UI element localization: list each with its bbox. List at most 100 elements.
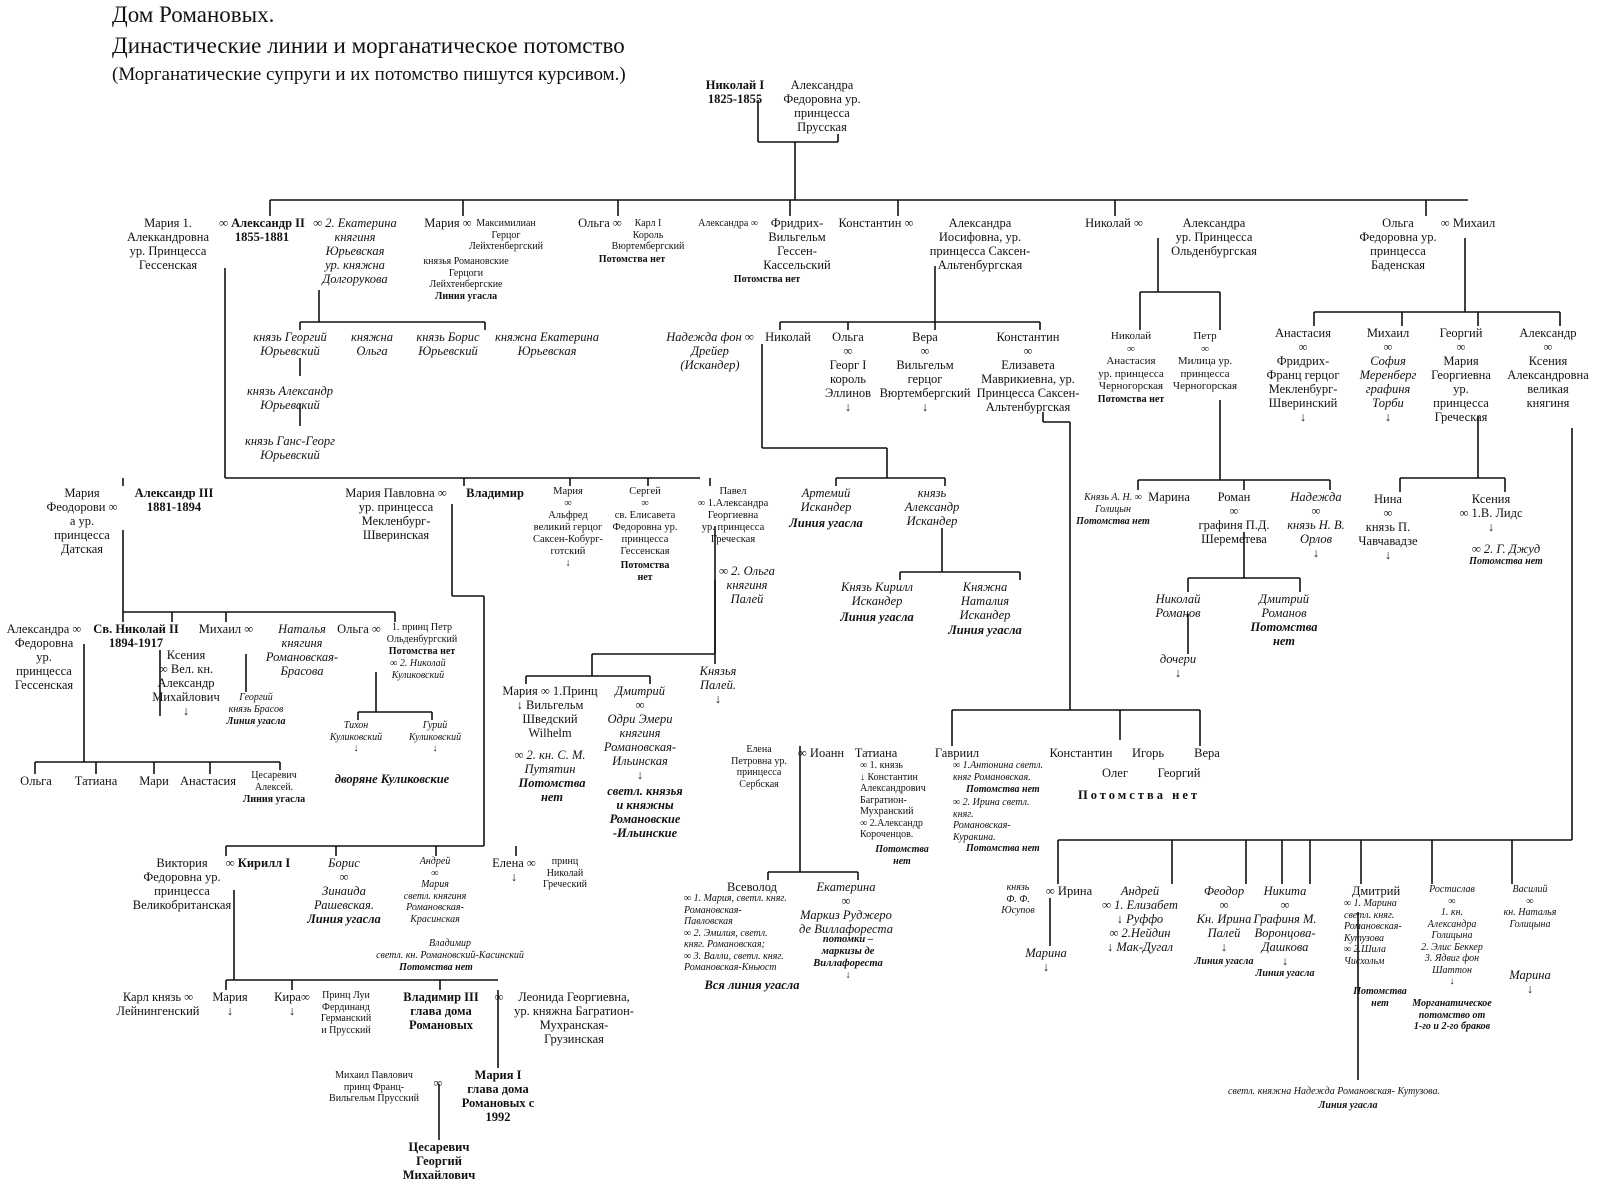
node-aleksandr-mich: Александр ∞ Ксения Александровна великая… bbox=[1507, 326, 1589, 410]
node-vera-kk: Вера bbox=[1194, 746, 1220, 760]
node-nikita: Никита ∞ Графиня М. Воронцова- Дашкова ↓ bbox=[1253, 884, 1317, 968]
node-leucht-desc: князья Романовские Герцоги Лейхтенбергск… bbox=[423, 256, 509, 290]
node-gurii: Гурий Куликовский ↓ bbox=[408, 720, 462, 754]
node-nikolai-k: Николай bbox=[765, 330, 811, 344]
node-ioann: ∞ Иоанн bbox=[797, 746, 845, 760]
node-georgii-bras: Георгий князь Брасов bbox=[228, 692, 284, 715]
node-boris-v-extinct: Линия угасла bbox=[307, 912, 381, 926]
node-gavriil-sp1: ∞ 1.Антонина светл. княг Романовская. bbox=[953, 760, 1044, 783]
node-olga-yur: княжна Ольга bbox=[351, 330, 393, 358]
node-mikhail-mich: Михаил ∞ bbox=[1366, 326, 1410, 354]
node-marina-v: Марина ↓ bbox=[1509, 968, 1551, 996]
node-karl-lein: Карл князь ∞ Лейнингенский bbox=[116, 990, 200, 1018]
node-roman: Роман ∞ графиня П.Д. Шереметева bbox=[1198, 490, 1270, 546]
node-nikolai-ii: Св. Николай II 1894-1917 bbox=[93, 622, 179, 650]
node-gavriil-sp2: ∞ 2. Ирина светл. княг. Романовская- Кур… bbox=[953, 797, 1030, 843]
node-anastasiya-mich: Анастасия ∞ Фридрих- Франц герцог Меклен… bbox=[1266, 326, 1340, 424]
node-artemii: Артемий Искандер bbox=[800, 486, 852, 514]
node-villaforesta: потомки – маркизы де Виллафореста ↓ bbox=[813, 934, 883, 981]
node-ekaterina-yur: ∞ 2. Екатерина княгиня Юрьевская ур. кня… bbox=[313, 216, 397, 286]
node-ekaterina-yur2: княжна Екатерина Юрьевская bbox=[494, 330, 600, 358]
node-mariya-dat: Мария Феодорови ∞ а ур. принцесса Датска… bbox=[46, 486, 118, 556]
node-mariya-k: Мария ↓ bbox=[212, 990, 248, 1018]
node-konstantin: Константин ∞ bbox=[838, 216, 914, 230]
chart-subtitle: Династические линии и морганатическое по… bbox=[112, 33, 625, 58]
node-ch-tatiana: Татиана bbox=[74, 774, 118, 788]
node-putyatin: ∞ 2. кн. С. М. Путятин bbox=[514, 748, 586, 776]
node-vasilii: Василий ∞ кн. Наталья Голицына bbox=[1503, 884, 1557, 930]
node-andrei-x: Андрей ∞ 1. Елизабет ↓ Руффо ∞ 2.Нейдин … bbox=[1102, 884, 1178, 954]
node-fridrikh-nodesc: Потомства нет bbox=[733, 274, 801, 285]
node-nataliya-isk: Княжна Наталия Искандер bbox=[959, 580, 1011, 622]
chart-note: (Морганатические супруги и их потомство … bbox=[112, 64, 626, 85]
node-dmitrii-rom: Дмитрий Романов bbox=[1259, 592, 1309, 620]
node-nataliya-isk-extinct: Линия угасла bbox=[948, 623, 1022, 637]
node-mariya-iii: Мария ∞ Альфред великий герцог Саксен-Ко… bbox=[532, 486, 604, 569]
node-vsevolod-extinct: Вся линия угасла bbox=[704, 978, 800, 992]
node-vladimir-k-nodesc: Потомства нет bbox=[399, 962, 473, 973]
node-putyatin-nodesc: Потомства нет bbox=[518, 776, 586, 804]
node-aleksandr-isk: князь Александр Искандер bbox=[904, 486, 960, 528]
node-mikhail-n: ∞ Михаил bbox=[1440, 216, 1496, 230]
node-vera-k: Вера ∞ Вильгельм герцог Вюртембергский ↓ bbox=[879, 330, 971, 414]
node-mariya-gess: Мария 1. Алеккандровна ур. Принцесса Гес… bbox=[126, 216, 210, 272]
node-aleksandra-hk: Александра ∞ bbox=[698, 218, 758, 229]
node-sofiya: София Меренберг графиня Торби ↓ bbox=[1359, 354, 1417, 424]
node-tatiana-k-sp: ∞ 1. князь ↓ Константин Александрович Ба… bbox=[860, 760, 926, 840]
node-dmitrii-x-sp: ∞ 1. Марина светл. княг. Романовская- Ку… bbox=[1344, 898, 1402, 967]
node-dvoryane: дворяне Куликовские bbox=[334, 772, 450, 786]
node-pavel: Павел ∞ 1.Александра Георгиевна ур. прин… bbox=[697, 486, 769, 545]
node-karl-i-nodesc: Потомства нет bbox=[598, 254, 666, 265]
node-mariya-pavlovna: Мария Павловна ∞ ур. принцесса Мекленбур… bbox=[345, 486, 447, 542]
node-irina: ∞ Ирина bbox=[1045, 884, 1093, 898]
node-petr-old-nodesc: Потомства нет bbox=[388, 646, 456, 657]
node-marina-p: Марина bbox=[1148, 490, 1190, 504]
node-rostislav-morg: Морганатическое потомство от 1-го и 2-го… bbox=[1412, 998, 1492, 1032]
node-vsevolod: Всеволод bbox=[727, 880, 777, 894]
node-georgii-kk: Георгий bbox=[1157, 766, 1201, 780]
node-nikolai-nn: Николай ∞ Анастасия ур. принцесса Черног… bbox=[1098, 330, 1164, 392]
node-igor: Игорь bbox=[1131, 746, 1165, 760]
node-aleksandr-yur: князь Александр Юрьевский bbox=[246, 384, 334, 412]
node-aleksandra-gess: Александра ∞ Федоровна ур. принцесса Гес… bbox=[6, 622, 82, 692]
node-olga-palei: ∞ 2. Ольга княгиня Палей bbox=[719, 564, 775, 606]
node-konstantin-k: Константин ∞ Елизавета Маврикиевна, ур. … bbox=[976, 330, 1080, 414]
node-sergei-nodesc: Потомства нет bbox=[620, 560, 670, 583]
node-ekaterina-k: Екатерина ∞ Маркиз Руджеро де Виллафорес… bbox=[799, 880, 893, 936]
node-kira: Кира∞ ↓ bbox=[274, 990, 310, 1018]
node-maksimilian: Максимилиан Герцог Лейхтенбергский bbox=[469, 218, 543, 252]
node-knyazya-palei: Князья Палей. ↓ bbox=[699, 664, 737, 706]
node-boris-yur: князь Борис Юрьевский bbox=[416, 330, 480, 358]
node-fridrikh: Фридрих- Вильгельм Гессен- Кассельский bbox=[763, 216, 831, 272]
node-elena-serb: Елена Петровна ур. принцесса Сербская bbox=[731, 744, 787, 790]
node-georgii-m: Цесаревич Георгий Михайлович bbox=[402, 1140, 476, 1182]
node-golitsyn: Князь А. Н. ∞ Голицын bbox=[1084, 492, 1142, 515]
node-aleksandra-prus: Александра Федоровна ур. принцесса Прусс… bbox=[783, 78, 861, 134]
node-nikita-extinct: Линия угасла bbox=[1255, 968, 1315, 979]
node-vladimir-k: Владимир светл. кн. Романовский-Касински… bbox=[376, 938, 524, 961]
node-vladimir-iii-inf: ∞ bbox=[494, 990, 504, 1004]
node-aleksandr-iii: Александр III 1881-1894 bbox=[134, 486, 214, 514]
node-kirill-i: ∞ Кирилл I bbox=[225, 856, 291, 870]
node-viktoriya: Виктория Федоровна ур. принцесса Великоб… bbox=[132, 856, 232, 912]
node-kulikovskii: ∞ 2. Николай Куликовский bbox=[390, 658, 446, 681]
node-tatiana-k-nodesc: Потомства нет bbox=[875, 844, 929, 867]
node-gavriil-nodesc1: Потомства нет bbox=[966, 784, 1040, 795]
node-vladimir: Владимир bbox=[466, 486, 524, 500]
node-ch-olga: Ольга bbox=[20, 774, 52, 788]
node-dzhud: ∞ 2. Г. Джуд bbox=[1471, 542, 1541, 556]
node-ilinskie: светл. князья и княжны Романовские -Ильи… bbox=[607, 784, 683, 840]
node-kseniya-a: Ксения ∞ Вел. кн. Александр Михайлович ↓ bbox=[152, 648, 220, 718]
node-nadezhda-dreier: Надежда фон ∞ Дрейер (Искандер) bbox=[666, 330, 754, 372]
node-nadezhda-kut-extinct: Линия угасла bbox=[1318, 1100, 1378, 1111]
node-vsevolod-sp: ∞ 1. Мария, светл. княг. Романовская- Па… bbox=[684, 893, 787, 973]
node-gavriil-nodesc2: Потомства нет bbox=[966, 843, 1040, 854]
node-aleksandra-old: Александра ур. Принцесса Ольденбургская bbox=[1171, 216, 1257, 258]
node-mariya-i-inf: ∞ bbox=[433, 1076, 443, 1090]
node-konstantin-kk: Константин bbox=[1049, 746, 1113, 760]
node-karl-i: Карл I Король Вюртембергский bbox=[611, 218, 685, 252]
node-marina-y: Марина ↓ bbox=[1025, 946, 1067, 974]
node-nina: Нина ∞ князь П. Чавчавадзе ↓ bbox=[1358, 492, 1418, 562]
